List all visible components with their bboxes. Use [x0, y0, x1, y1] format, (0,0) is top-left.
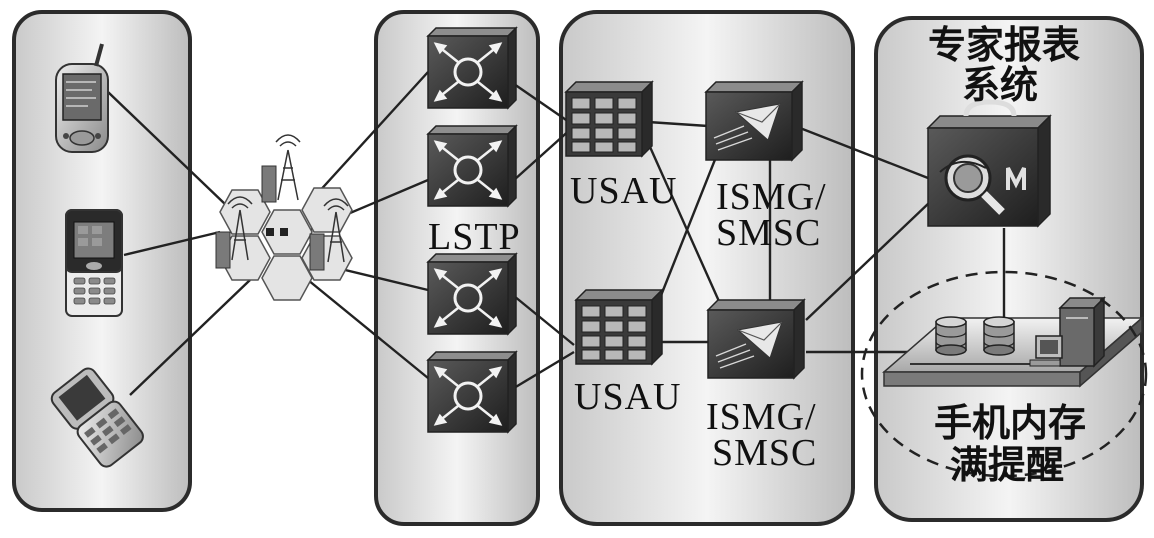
alert-region-dashed-ellipse [860, 270, 1148, 478]
lstp-router-icon-3 [426, 252, 518, 336]
lstp-router-icon-4 [426, 350, 518, 434]
memory-alert-label-line2: 满提醒 [950, 443, 1065, 487]
usau-top-label: USAU [570, 170, 678, 212]
database-icon-2 [983, 316, 1015, 356]
flip-phone-icon [50, 367, 144, 468]
ismg-bottom-label-line1: ISMG/ [706, 396, 817, 438]
usau-bottom-label: USAU [574, 376, 682, 418]
ismg-bottom-label-line2: SMSC [712, 432, 818, 474]
lstp-router-icon-1 [426, 26, 518, 110]
usau-server-icon-top [565, 81, 653, 157]
expert-system-title-line1: 专家报表 [928, 23, 1081, 67]
database-icon-1 [935, 316, 967, 356]
usau-server-icon-bottom [575, 289, 663, 365]
connection-lines [107, 71, 1006, 396]
workstation-icon [1029, 296, 1106, 368]
cell-tower-cluster-icon [215, 134, 353, 301]
lstp-router-icon-2 [426, 124, 518, 208]
ismg-top-label-line1: ISMG/ [716, 176, 827, 218]
expert-system-title-line2: 系统 [962, 63, 1039, 107]
bar-phone-icon [65, 209, 123, 317]
ismg-top-label-line2: SMSC [716, 212, 822, 254]
expert-report-system-icon [926, 99, 1052, 228]
memory-alert-label-line1: 手机内存 [934, 401, 1087, 445]
lstp-label: LSTP [428, 216, 521, 258]
ismg-envelope-icon-top [705, 81, 803, 161]
ismg-envelope-icon-bottom [707, 299, 805, 379]
pda-phone-icon [55, 43, 109, 153]
